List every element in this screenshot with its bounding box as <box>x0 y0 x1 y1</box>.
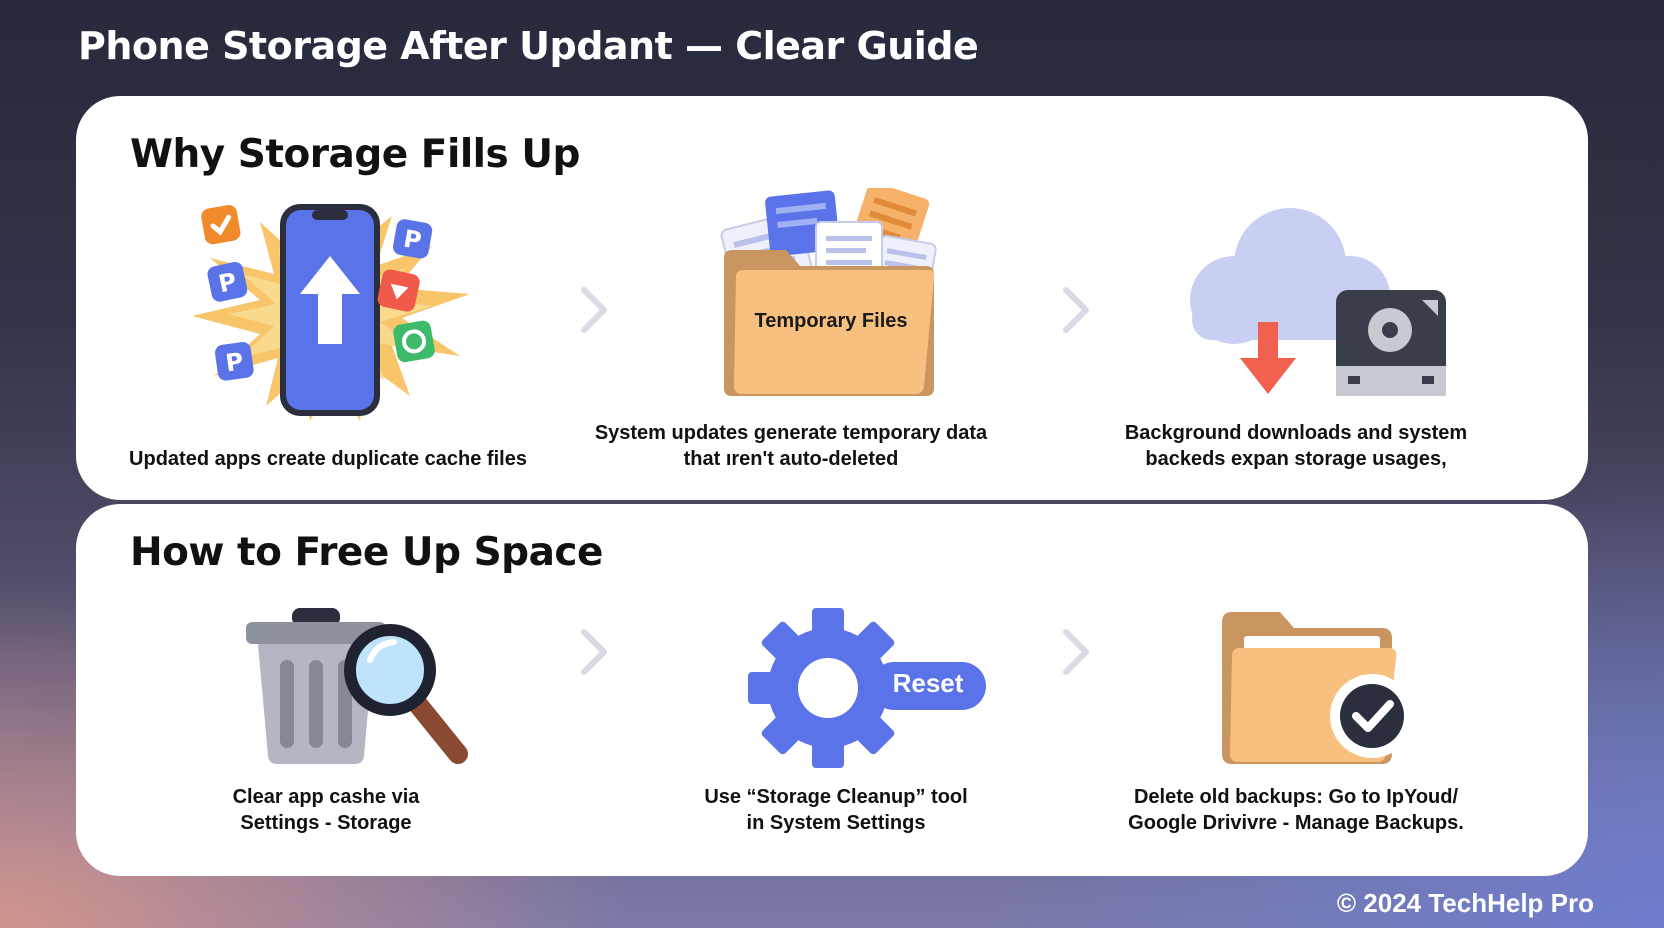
trash-magnifier-icon <box>246 608 468 764</box>
svg-text:P: P <box>216 267 239 298</box>
why-section-title: Why Storage Fills Up <box>130 132 580 177</box>
svg-text:P: P <box>401 225 423 256</box>
chevron-right-icon <box>1063 287 1089 333</box>
free-item-clear-cache <box>246 606 476 768</box>
svg-text:P: P <box>224 347 245 377</box>
why-item-caption-temporary-files: System updates generate temporary data t… <box>594 422 988 470</box>
folder-check-icon <box>1222 612 1414 764</box>
free-section-title: How to Free Up Space <box>130 530 603 575</box>
why-item-temporary-files: Temporary Files <box>716 188 946 400</box>
why-item-caption-background-downloads: Background downloads and system backeds … <box>1124 422 1468 470</box>
chevron-right-icon <box>581 287 607 333</box>
why-item-background-downloads <box>1182 204 1452 404</box>
reset-badge-label: Reset <box>892 668 964 698</box>
page-title: Phone Storage After Updant — Clear Guide <box>78 24 979 68</box>
why-item-caption-updated-apps: Updated apps create duplicate cache file… <box>129 448 527 470</box>
temporary-files-folder-icon <box>720 188 937 396</box>
chevron-right-icon <box>581 629 607 675</box>
free-item-caption-delete-backups: Delete old backups: Go to IpYoud/ Google… <box>1128 786 1464 834</box>
temporary-files-label: Temporary Files <box>754 310 908 332</box>
how-to-free-up-space-card: How to Free Up Space Clear app cashe via… <box>76 504 1588 876</box>
free-item-caption-clear-cache: Clear app cashe via Settings - Storage <box>232 786 420 834</box>
free-item-delete-backups <box>1222 608 1422 768</box>
chevron-right-icon <box>1063 629 1089 675</box>
free-item-caption-storage-cleanup: Use “Storage Cleanup” tool in System Set… <box>704 786 968 834</box>
gear-reset-icon <box>748 608 986 768</box>
why-storage-fills-up-card: Why Storage Fills Up P P <box>76 96 1588 500</box>
why-item-updated-apps: P P P <box>170 196 490 436</box>
cloud-download-drive-icon <box>1190 208 1446 396</box>
phone-update-icon: P P P <box>192 204 470 421</box>
free-item-storage-cleanup: Reset <box>748 608 988 768</box>
copyright-footer: © 2024 TechHelp Pro <box>1336 888 1594 918</box>
